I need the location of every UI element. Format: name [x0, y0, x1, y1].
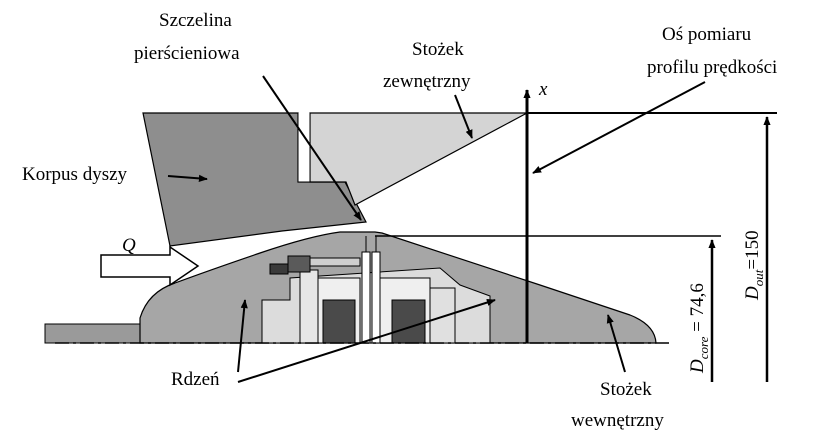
outer-diameter-label: Dout=150: [742, 230, 766, 301]
core-diameter-subscript: core: [696, 336, 711, 359]
inner-cone-label-1: Stożek: [600, 379, 652, 400]
core-diameter-value: 74,6: [687, 283, 708, 316]
nozzle-body-label: Korpus dyszy: [22, 164, 128, 185]
measurement-axis-leader: [532, 81, 706, 174]
flow-symbol-q: Q: [122, 235, 136, 256]
core-leader-2: [237, 299, 496, 383]
inner-cone-label-2: wewnętrzny: [571, 410, 664, 431]
annular-gap-slot: [297, 113, 311, 183]
outer-diameter-subscript: out: [751, 269, 766, 286]
core-leader-1: [237, 299, 248, 373]
core-label: Rdzeń: [171, 369, 220, 390]
outer-diameter-relation: =: [742, 259, 763, 270]
outer-diameter-symbol: D: [742, 286, 763, 301]
core-diameter-label: Dcore = 74,6: [687, 283, 711, 374]
core-diameter-symbol: D: [687, 359, 708, 374]
outer-cone-label-2: zewnętrzny: [383, 71, 471, 92]
inner-cone-leader: [606, 314, 626, 373]
nozzle-body-leader: [167, 174, 208, 182]
measurement-axis-label-1: Oś pomiaru: [662, 24, 752, 45]
core-diameter-relation: =: [687, 316, 708, 336]
annular-gap-label-1: Szczelina: [159, 10, 232, 31]
annular-gap-leader: [262, 75, 362, 221]
axis-x-symbol: x: [538, 79, 548, 100]
measurement-axis-label-2: profilu prędkości: [647, 57, 777, 78]
flow-arrow: [100, 245, 200, 287]
outer-cone-leader: [454, 94, 473, 139]
outer-cone-label-1: Stożek: [412, 39, 464, 60]
base-plate: [44, 323, 141, 344]
outer-diameter-value: 150: [742, 230, 763, 259]
annular-gap-label-2: pierścieniowa: [134, 43, 240, 64]
core-internals: [269, 236, 456, 344]
